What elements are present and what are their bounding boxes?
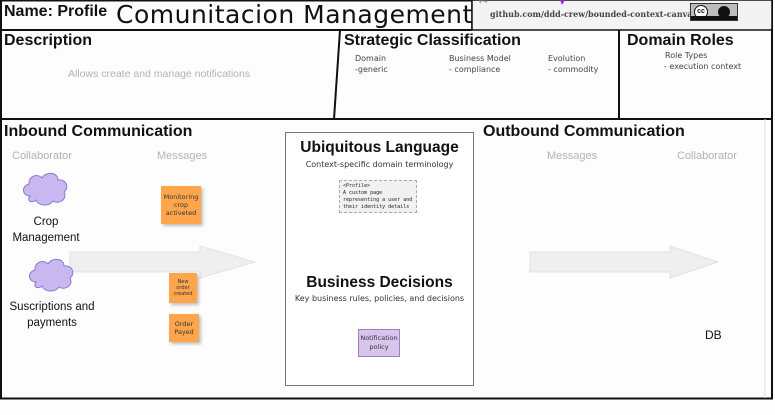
evolution-label: Evolution (548, 54, 586, 63)
context-name: Comunitacion Management (116, 0, 473, 29)
collaborator-label-line2: Management (12, 232, 80, 244)
ubiquitous-heading: Ubiquitous Language (300, 139, 459, 156)
collaborator-subscriptions-payments: Suscriptions and payments (0, 299, 104, 331)
description-heading: Description (4, 32, 93, 49)
ubiquitous-subtitle: Context-specific domain terminology (305, 160, 454, 169)
domain-value: -generic (355, 65, 388, 74)
outbound-collaborator-label: Collaborator (677, 150, 737, 162)
message-sticky[interactable]: Order Payed (169, 314, 199, 342)
cloud-icon (29, 258, 74, 292)
evolution-value: - commodity (548, 65, 599, 74)
github-link[interactable]: github.com/ddd-crew/bounded-context-canv… (490, 9, 697, 19)
inbound-arrow-icon (69, 245, 257, 279)
business-model-value: - compliance (449, 65, 501, 74)
outbound-heading: Outbound Communication (483, 123, 685, 140)
cc-strip (691, 16, 737, 20)
outbound-collaborator-db: DB (705, 328, 722, 342)
outbound-messages-label: Messages (547, 150, 598, 162)
version-label: v4 (478, 0, 488, 5)
inbound-heading: Inbound Communication (4, 123, 193, 140)
term-note-line: <Profile> (343, 183, 371, 189)
message-sticky[interactable]: Monitoring crop activeted (161, 186, 201, 224)
collaborator-label-line1: Suscriptions and (9, 301, 95, 313)
description-text: Allows create and manage notifications (68, 68, 251, 80)
term-note-line: A custom page (343, 190, 383, 196)
creative-commons-icon: cc (690, 3, 738, 21)
canvas-name-label: Name: Profile (4, 3, 108, 20)
term-note-line: their identity details (343, 204, 410, 210)
business-decisions-heading: Business Decisions (306, 274, 453, 291)
inbound-messages-label: Messages (157, 150, 208, 162)
outbound-arrow-icon (529, 245, 720, 279)
cloud-icon (23, 172, 68, 206)
role-types-label: Role Types (665, 51, 708, 60)
term-note-line: representing a user and (343, 197, 413, 203)
policy-sticky[interactable]: Notification policy (358, 329, 400, 357)
business-decisions-subtitle: Key business rules, policies, and decisi… (294, 294, 465, 303)
collaborator-label-line1: Crop (33, 216, 59, 228)
collaborator-crop-management: Crop Management (0, 214, 92, 246)
role-value: - execution context (664, 62, 742, 71)
term-note[interactable]: <Profile> A custom page representing a u… (339, 180, 417, 213)
inbound-collaborator-label: Collaborator (12, 150, 72, 162)
domain-label: Domain (355, 54, 387, 63)
message-sticky[interactable]: New order created (169, 273, 197, 303)
domain-roles-heading: Domain Roles (627, 32, 734, 49)
collaborator-label-line2: payments (27, 317, 77, 329)
cc-by-icon (718, 6, 730, 18)
business-model-label: Business Model (449, 54, 511, 63)
strategic-heading: Strategic Classification (344, 32, 521, 49)
